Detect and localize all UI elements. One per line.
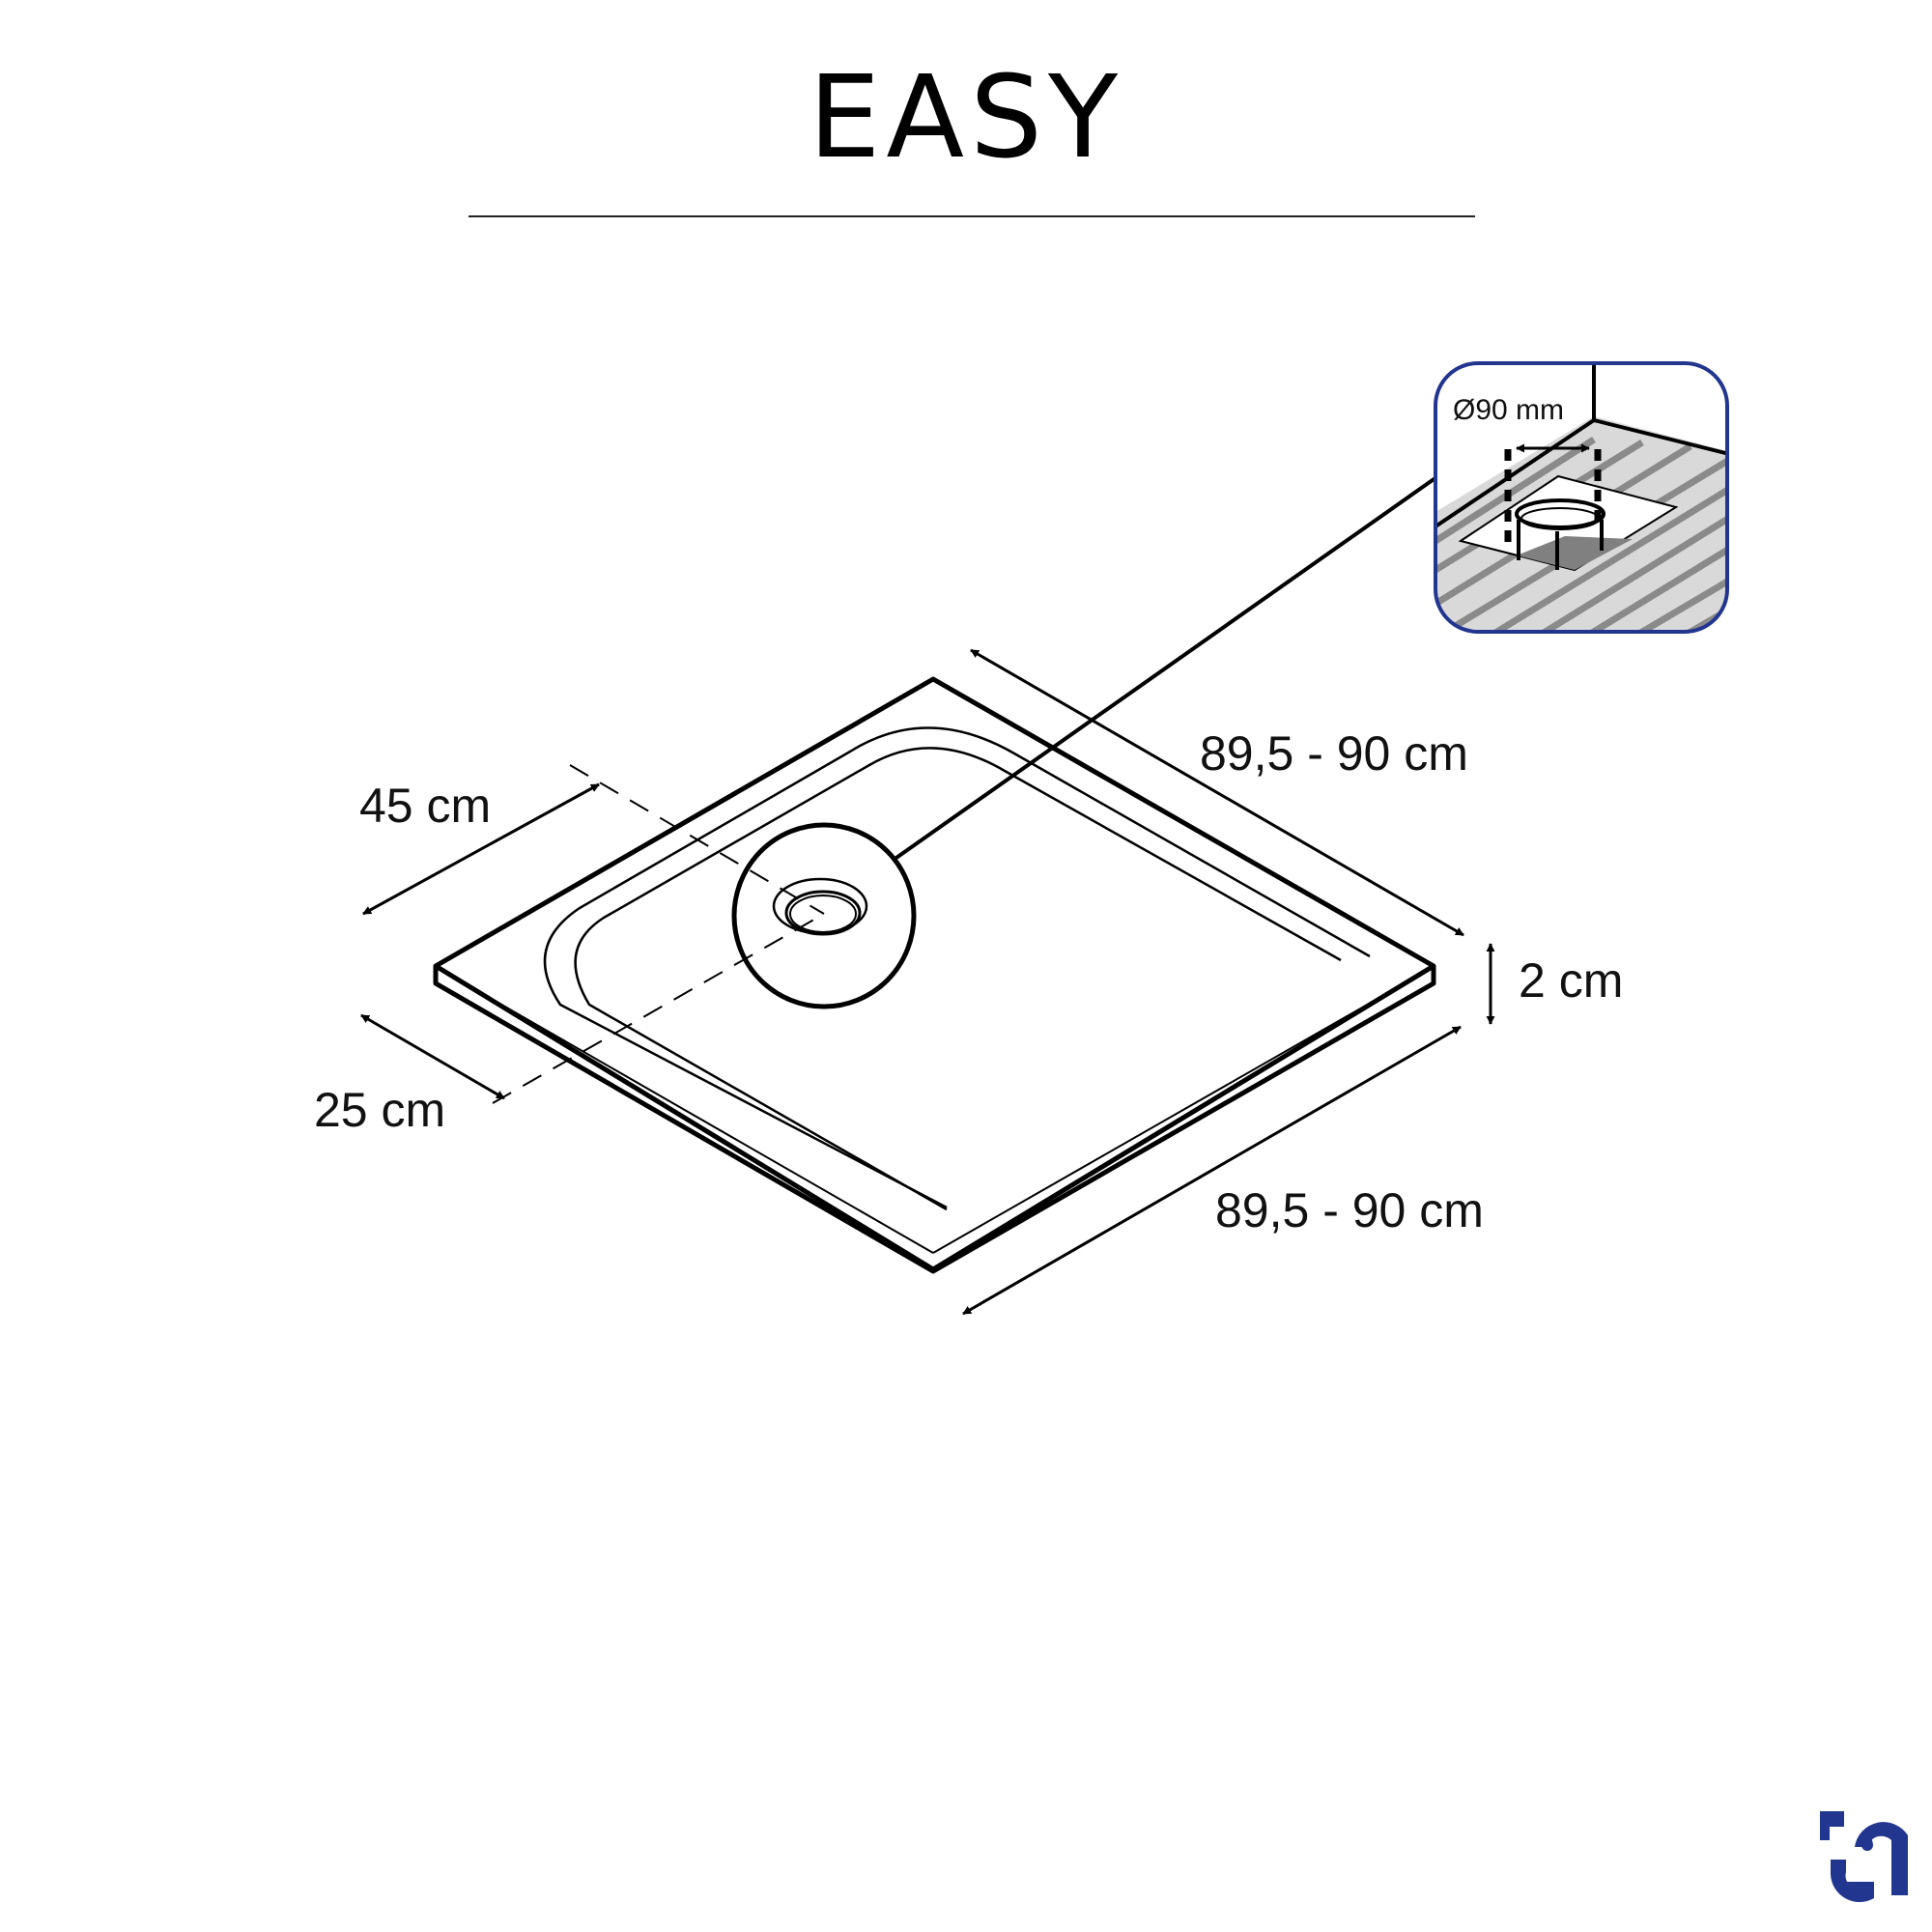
dim-drain-short-label: 25 cm [314,1083,445,1137]
dim-arrow-width-back [970,648,1464,937]
dimension-arrows [360,648,1495,1316]
dim-arrow-width-front [962,1025,1462,1316]
dim-arrow-drain-long [362,782,600,916]
brand-logo-icon [1820,1811,1908,1903]
dim-width-front-label: 89,5 - 90 cm [1215,1183,1484,1237]
dim-width-back-label: 89,5 - 90 cm [1200,726,1468,781]
dim-arrow-drain-short [360,1013,505,1100]
page-title: EASY [808,50,1124,184]
drain-inset: Ø90 mm [1434,361,1729,634]
dim-height-label: 2 cm [1519,953,1623,1008]
inset-diameter-label: Ø90 mm [1453,394,1564,426]
dim-drain-long-label: 45 cm [359,779,491,833]
title-divider [469,215,1475,217]
drain-reference-lines [492,764,825,1104]
